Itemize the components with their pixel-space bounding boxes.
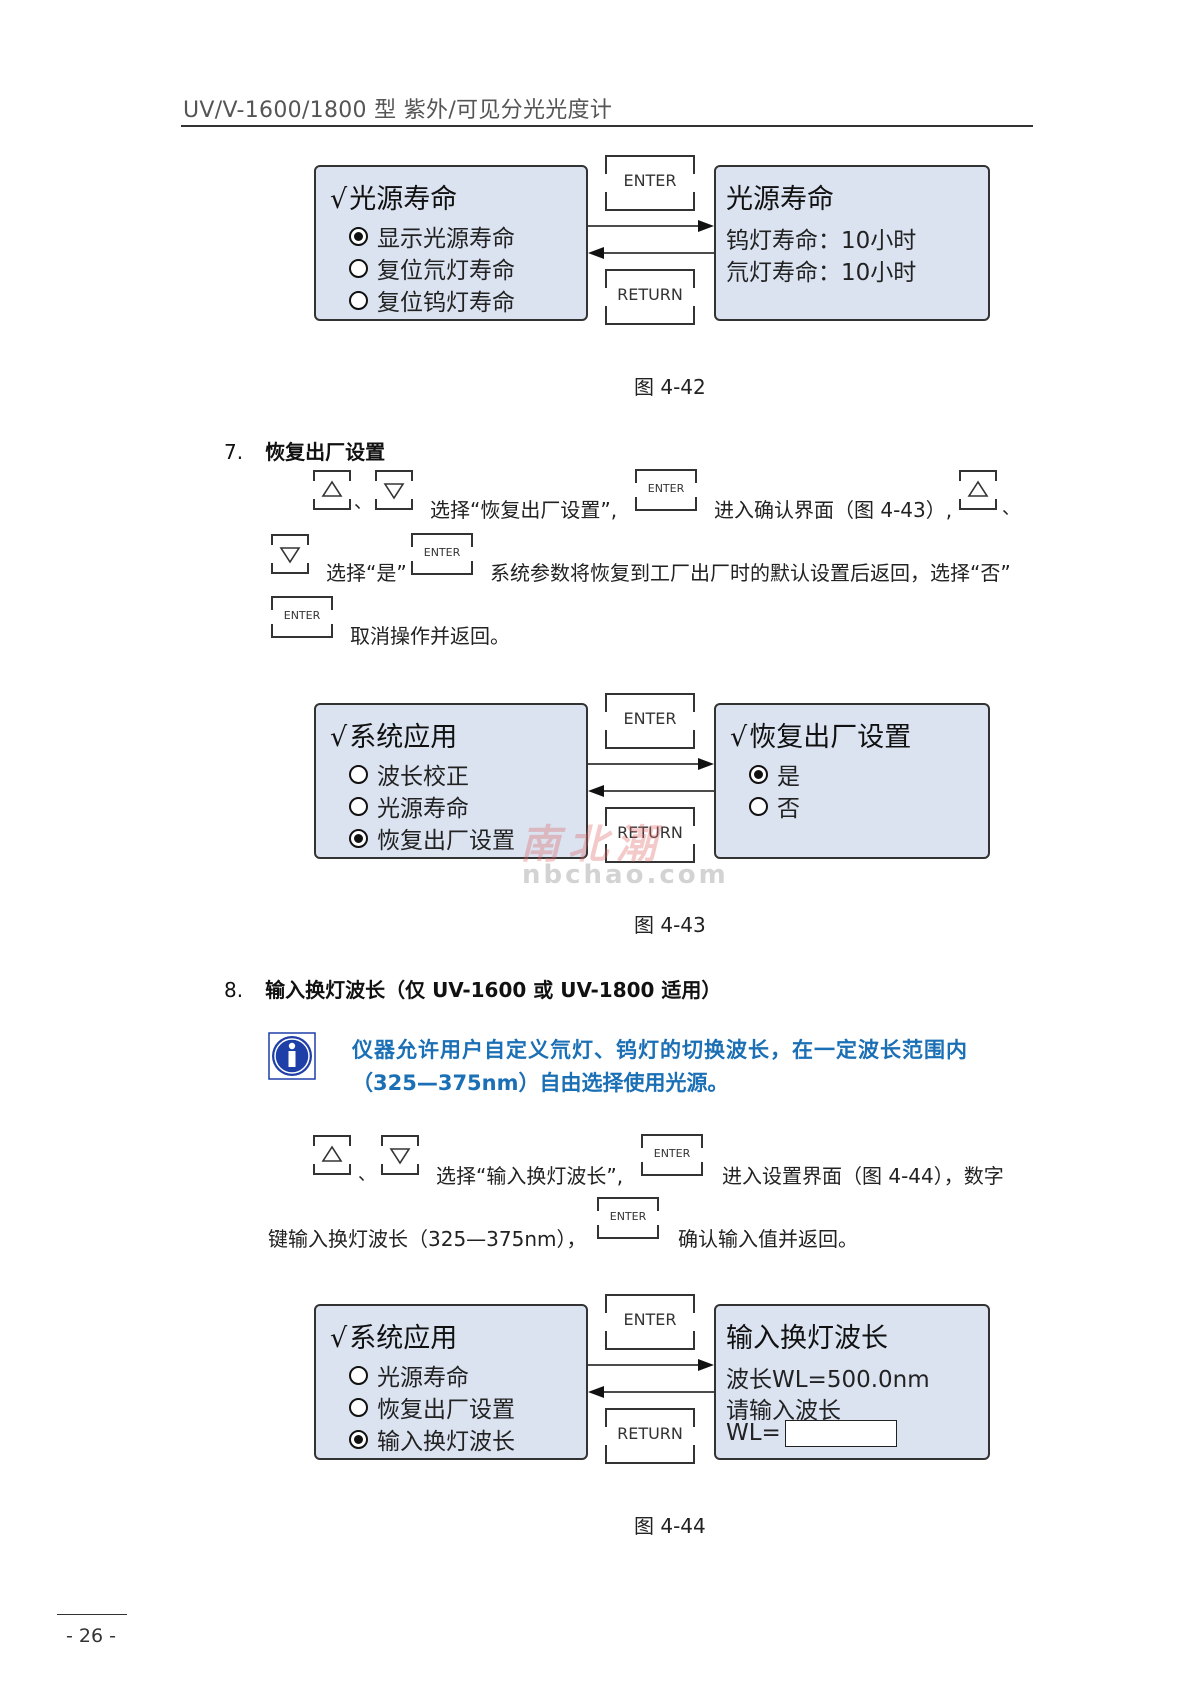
fig44-right-wl-row: WL=: [726, 1420, 897, 1447]
radio-empty-icon: [349, 258, 368, 278]
up-key-icon: [312, 469, 352, 511]
check-mark: √: [730, 722, 748, 753]
section8-note-line-1: 仪器允许用户自定义氘灯、钨灯的切换波长，在一定波长范围内: [352, 1038, 968, 1062]
radio-selected-icon: [349, 828, 368, 848]
section7-text-4: 系统参数将恢复到工厂出厂时的默认设置后返回，选择“否”: [490, 561, 1011, 585]
header-divider: [181, 125, 1033, 127]
up-key-icon: [312, 1134, 352, 1176]
fig42-left-screen: √光源寿命 显示光源寿命 复位氘灯寿命 复位钨灯寿命: [314, 165, 588, 321]
return-key-icon: RETURN: [604, 806, 696, 864]
fig43-right-option-yes: 是: [749, 757, 800, 791]
section8-text-4: 确认输入值并返回。: [678, 1227, 858, 1251]
enter-key-icon: ENTER: [604, 1293, 696, 1351]
fig42-left-title: √光源寿命: [330, 184, 458, 215]
up-key-icon: [958, 469, 998, 511]
fig42-left-option-0: 显示光源寿命: [349, 219, 515, 253]
section7-text-2: 进入确认界面（图 4-43）,: [714, 498, 953, 522]
fig43-flow-arrows: [588, 758, 714, 797]
enter-key-icon: ENTER: [410, 532, 474, 576]
fig43-right-title: √恢复出厂设置: [730, 722, 912, 753]
fig42-caption: 图 4-42: [634, 375, 706, 399]
down-key-icon: [374, 469, 414, 511]
fig44-flow-arrows: [588, 1359, 714, 1398]
enter-key-icon: ENTER: [270, 595, 334, 639]
enter-key-icon: ENTER: [596, 1196, 660, 1240]
fig42-flow-arrows: [588, 220, 714, 259]
fig44-left-option-1: 恢复出厂设置: [349, 1390, 515, 1424]
fig43-right-option-no: 否: [749, 789, 800, 823]
radio-selected-icon: [349, 226, 368, 246]
wl-input-label: WL=: [726, 1420, 781, 1446]
radio-empty-icon: [349, 290, 368, 310]
fig44-left-option-2: 输入换灯波长: [349, 1422, 515, 1456]
down-key-icon: [380, 1134, 420, 1176]
section7-text-5: 取消操作并返回。: [350, 624, 510, 648]
section7-heading: 7.恢复出厂设置: [224, 440, 386, 464]
check-mark: √: [330, 1323, 348, 1354]
page-number: - 26 -: [66, 1625, 116, 1647]
section8-heading: 8.输入换灯波长（仅 UV-1600 或 UV-1800 适用）: [224, 978, 722, 1002]
radio-selected-icon: [349, 1429, 368, 1449]
return-key-icon: RETURN: [604, 268, 696, 326]
section8-text-1: 选择“输入换灯波长”,: [436, 1164, 624, 1188]
enter-key-icon: ENTER: [640, 1133, 704, 1177]
radio-empty-icon: [749, 796, 768, 816]
fig43-left-option-1: 光源寿命: [349, 789, 469, 823]
section8-note-line-2: （325—375nm）自由选择使用光源。: [352, 1071, 729, 1095]
fig43-left-screen: √系统应用 波长校正 光源寿命 恢复出厂设置: [314, 703, 588, 859]
fig43-left-option-0: 波长校正: [349, 757, 469, 791]
fig44-left-title: √系统应用: [330, 1323, 458, 1354]
radio-selected-icon: [749, 764, 768, 784]
fig44-right-line-0: 波长WL=500.0nm: [726, 1367, 930, 1393]
radio-empty-icon: [349, 796, 368, 816]
down-key-icon: [270, 533, 310, 575]
footer-divider: [57, 1614, 127, 1615]
watermark-en: nbchao.com: [522, 860, 729, 890]
fig42-right-screen: 光源寿命 钨灯寿命：10小时 氘灯寿命：10小时: [714, 165, 990, 321]
watermark-cn: 南北潮: [520, 822, 664, 868]
radio-empty-icon: [349, 764, 368, 784]
wl-input-field: [784, 1420, 897, 1447]
fig43-left-title: √系统应用: [330, 722, 458, 753]
check-mark: √: [330, 722, 348, 753]
fig44-right-screen: 输入换灯波长 波长WL=500.0nm 请输入波长 WL=: [714, 1304, 990, 1460]
radio-empty-icon: [349, 1365, 368, 1385]
info-icon: [268, 1032, 316, 1080]
enter-key-icon: ENTER: [634, 468, 698, 512]
fig44-caption: 图 4-44: [634, 1514, 706, 1538]
section7-text-3: 选择“是”: [326, 561, 407, 585]
fig43-right-screen: √恢复出厂设置 是 否: [714, 703, 990, 859]
fig44-right-title: 输入换灯波长: [726, 1323, 888, 1354]
fig44-right-line-1: 请输入波长: [726, 1398, 841, 1424]
radio-empty-icon: [349, 1397, 368, 1417]
section8-text-3: 键输入换灯波长（325—375nm），: [268, 1227, 587, 1251]
fig42-left-option-1: 复位氘灯寿命: [349, 251, 515, 285]
separator: 、: [354, 492, 372, 513]
fig44-left-option-0: 光源寿命: [349, 1358, 469, 1392]
section8-text-2: 进入设置界面（图 4-44），数字: [722, 1164, 1004, 1188]
fig42-right-line-1: 氘灯寿命：10小时: [726, 260, 917, 286]
enter-key-icon: ENTER: [604, 692, 696, 750]
fig43-left-option-2: 恢复出厂设置: [349, 821, 515, 855]
enter-key-icon: ENTER: [604, 154, 696, 212]
separator: 、: [358, 1164, 376, 1185]
section7-text-1: 选择“恢复出厂设置”,: [430, 498, 618, 522]
fig42-right-title: 光源寿命: [726, 184, 834, 215]
page-header-title: UV/V-1600/1800 型 紫外/可见分光光度计: [183, 98, 613, 123]
fig43-caption: 图 4-43: [634, 913, 706, 937]
separator: 、: [1002, 498, 1020, 519]
fig44-left-screen: √系统应用 光源寿命 恢复出厂设置 输入换灯波长: [314, 1304, 588, 1460]
check-mark: √: [330, 184, 348, 215]
fig42-right-line-0: 钨灯寿命：10小时: [726, 228, 917, 254]
return-key-icon: RETURN: [604, 1407, 696, 1465]
fig42-left-option-2: 复位钨灯寿命: [349, 283, 515, 317]
